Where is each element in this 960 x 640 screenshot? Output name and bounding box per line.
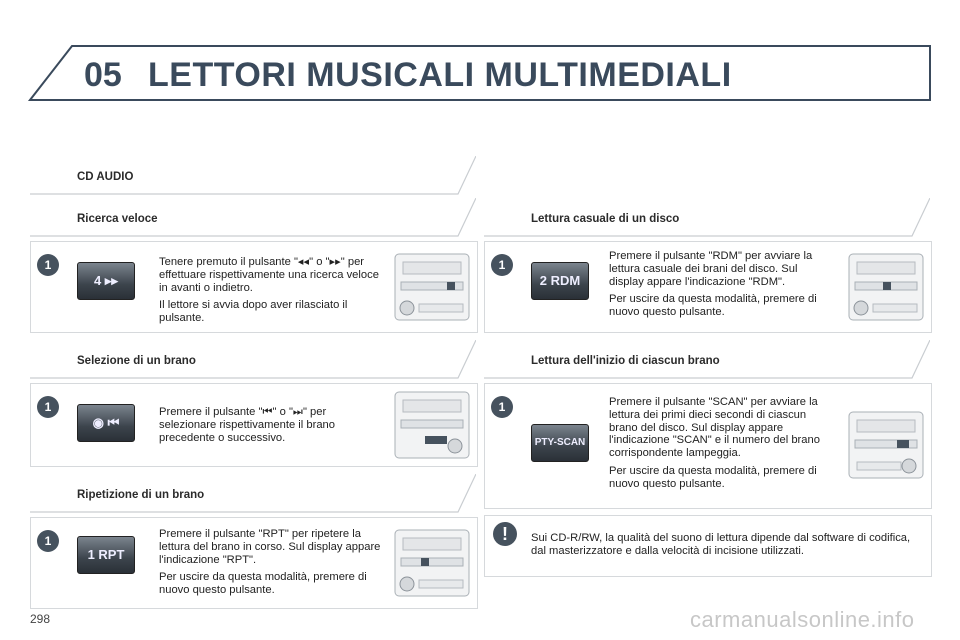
step-text: Premere il pulsante "RPT" per ripetere l… xyxy=(159,528,381,602)
section-title: Lettura casuale di un disco xyxy=(531,213,680,225)
step-box-ripetizione: 1 1 RPT Premere il pulsante "RPT" per ri… xyxy=(30,517,478,609)
step-box-casuale: 1 2 RDM Premere il pulsante "RDM" per av… xyxy=(484,241,932,333)
section-title: Lettura dell'inizio di ciascun brano xyxy=(531,355,720,367)
rdm-button-image: 2 RDM xyxy=(531,262,589,300)
step-number: 1 xyxy=(491,396,513,418)
instruction-text: Premere il pulsante "RPT" per ripetere l… xyxy=(159,528,381,566)
step-text: Premere il pulsante "SCAN" per avviare l… xyxy=(609,396,833,496)
fast-forward-button-image: 4 ▸▸ xyxy=(77,262,135,300)
step-number: 1 xyxy=(37,530,59,552)
pty-scan-button-image: PTY-SCAN xyxy=(531,424,589,462)
step-number: 1 xyxy=(37,254,59,276)
instruction-text: Premere il pulsante "RDM" per avviare la… xyxy=(609,250,813,288)
header-banner xyxy=(27,45,931,101)
instruction-text: Premere il pulsante "⏮" o "⏭" per selezi… xyxy=(159,406,335,444)
rpt-button-image: 1 RPT xyxy=(77,536,135,574)
section-cd-audio: CD AUDIO xyxy=(30,156,476,195)
section-title: CD AUDIO xyxy=(77,171,134,183)
page-number: 298 xyxy=(30,612,51,626)
note-box: ! Sui CD-R/RW, la qualità del suono di l… xyxy=(484,515,932,577)
section-ricerca: Ricerca veloce xyxy=(30,198,476,237)
radio-panel-illustration xyxy=(394,391,470,459)
instruction-text: Il lettore si avvia dopo aver rilasciato… xyxy=(159,299,348,325)
section-inizio: Lettura dell'inizio di ciascun brano xyxy=(484,340,930,379)
instruction-text: Per uscire da questa modalità, premere d… xyxy=(159,571,367,597)
step-box-inizio: 1 PTY-SCAN Premere il pulsante "SCAN" pe… xyxy=(484,383,932,509)
instruction-text: Premere il pulsante "SCAN" per avviare l… xyxy=(609,396,820,460)
page-title: LETTORI MUSICALI MULTIMEDIALI xyxy=(148,56,732,94)
step-text: Tenere premuto il pulsante "◂◂" o "▸▸" p… xyxy=(159,256,379,330)
step-box-selezione: 1 ◉ ⏮ Premere il pulsante "⏮" o "⏭" per … xyxy=(30,383,478,467)
radio-panel-illustration xyxy=(848,411,924,479)
radio-panel-illustration xyxy=(848,253,924,321)
section-title: Selezione di un brano xyxy=(77,355,196,367)
warning-icon: ! xyxy=(493,522,517,546)
step-number: 1 xyxy=(491,254,513,276)
watermark: carmanualsonline.info xyxy=(690,607,915,632)
radio-panel-illustration xyxy=(394,529,470,597)
section-title: Ripetizione di un brano xyxy=(77,489,205,501)
step-number: 1 xyxy=(37,396,59,418)
step-text: Premere il pulsante "RDM" per avviare la… xyxy=(609,250,831,324)
radio-panel-illustration xyxy=(394,253,470,321)
note-text: Sui CD-R/RW, la qualità del suono di let… xyxy=(531,532,911,557)
instruction-text: Per uscire da questa modalità, premere d… xyxy=(609,293,817,319)
section-ripetizione: Ripetizione di un brano xyxy=(30,474,476,513)
instruction-text: Per uscire da questa modalità, premere d… xyxy=(609,464,817,490)
step-box-ricerca: 1 4 ▸▸ Tenere premuto il pulsante "◂◂" o… xyxy=(30,241,478,333)
chapter-number: 05 xyxy=(84,56,122,94)
instruction-text: Tenere premuto il pulsante "◂◂" o "▸▸" p… xyxy=(159,256,379,294)
step-text: Premere il pulsante "⏮" o "⏭" per selezi… xyxy=(159,406,379,449)
section-selezione: Selezione di un brano xyxy=(30,340,476,379)
section-casuale: Lettura casuale di un disco xyxy=(484,198,930,237)
section-title: Ricerca veloce xyxy=(77,213,158,225)
previous-track-button-image: ◉ ⏮ xyxy=(77,404,135,442)
